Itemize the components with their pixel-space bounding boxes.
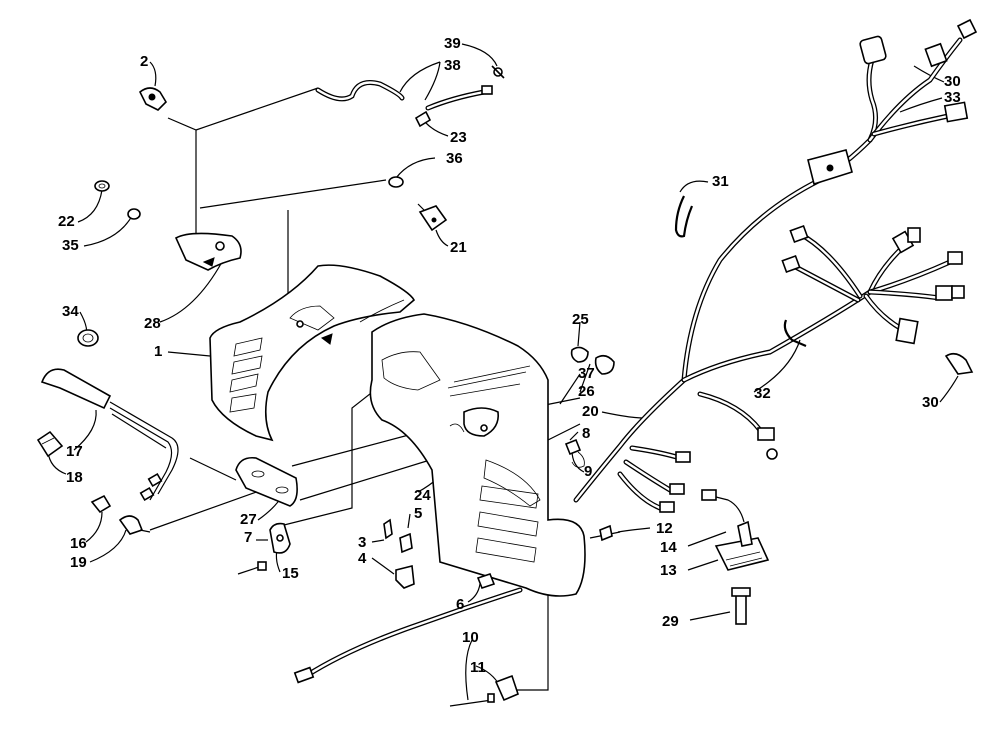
clip-31 [674,195,694,238]
ignition-assembly-17 [40,368,179,502]
screw-7 [237,561,267,575]
callout-8: 8 [582,425,591,442]
callout-25: 25 [572,311,589,328]
callout-17: 17 [66,443,83,460]
switch-11 [449,674,519,707]
bracket-15 [269,522,291,554]
callout-23: 23 [450,129,467,146]
callout-38: 38 [444,57,461,74]
knob-34 [77,329,99,347]
connector-cluster [781,224,974,375]
callout-24: 24 [414,487,431,504]
callout-3: 3 [358,534,367,551]
callout-33: 33 [944,89,961,106]
console-housing-1 [209,264,415,442]
callout-14: 14 [660,539,677,556]
plate-27 [235,456,298,507]
callout-37: 37 [578,365,595,382]
parts-16-19 [90,494,151,535]
bolt-29 [731,587,751,625]
callout-12: 12 [656,520,673,537]
callout-6: 6 [456,596,465,613]
bracket-28 [174,232,242,271]
callout-26: 26 [578,383,595,400]
callout-21: 21 [450,239,467,256]
tie-32 [783,319,807,348]
wire-10 [293,587,523,684]
callout-7: 7 [244,529,253,546]
callout-19: 19 [70,554,87,571]
callout-1: 1 [154,343,163,360]
wiring-harness-20 [573,177,873,513]
callout-13: 13 [660,562,677,579]
hose-assembly [315,65,505,128]
washers-22-35 [94,180,141,220]
clamp-3-4-5 [383,518,415,589]
callout-36: 36 [446,150,463,167]
main-panel-24 [369,313,586,597]
switch-block-13 [701,489,770,571]
callout-31: 31 [712,173,729,190]
callout-18: 18 [66,469,83,486]
callout-22: 22 [58,213,75,230]
callout-32: 32 [754,385,771,402]
part-12 [599,524,613,542]
upper-harness-branch [807,18,978,186]
callout-10: 10 [462,629,479,646]
callout-5: 5 [414,505,423,522]
callout-27: 27 [240,511,257,528]
callout-34: 34 [62,303,79,320]
callout-15: 15 [282,565,299,582]
callout-30-bottom: 30 [922,394,939,411]
grommet-36 [388,176,404,188]
grommets-25-26 [570,346,615,375]
callout-35: 35 [62,237,79,254]
callout-39: 39 [444,35,461,52]
screws-8-9 [564,438,585,468]
callout-28: 28 [144,315,161,332]
part-2-sensor [138,87,168,111]
callout-9: 9 [584,463,593,480]
callout-4: 4 [358,550,367,567]
part-18 [36,430,64,458]
callout-29: 29 [662,613,679,630]
callout-11: 11 [470,659,486,676]
callout-16: 16 [70,535,87,552]
fastener-6 [476,573,496,589]
callout-20: 20 [582,403,599,420]
switch-21 [417,203,448,232]
callout-30-top: 30 [944,73,961,90]
callout-2: 2 [140,53,149,70]
